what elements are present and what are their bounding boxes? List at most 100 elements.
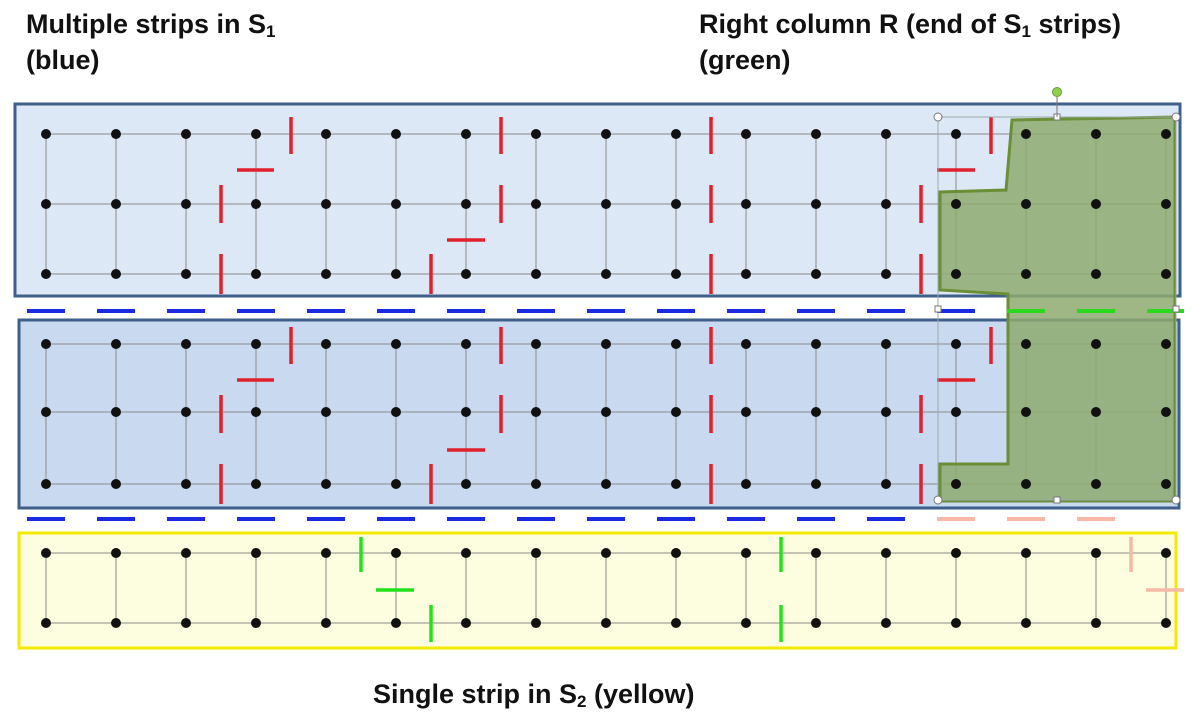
- grid-dot: [1021, 269, 1031, 279]
- grid-dot: [601, 269, 611, 279]
- grid-dot: [531, 199, 541, 209]
- grid-dot: [181, 129, 191, 139]
- label-single-strip-sub: 2: [577, 692, 587, 711]
- grid-dot: [741, 129, 751, 139]
- grid-dot: [391, 129, 401, 139]
- grid-dot: [531, 269, 541, 279]
- label-single-strip-text: Single strip in S: [373, 679, 578, 709]
- label-right-column-sub: 1: [1021, 22, 1031, 41]
- grid-dot: [41, 548, 51, 558]
- cut-marks: [219, 117, 1184, 642]
- grid-dot: [811, 339, 821, 349]
- grid-dot: [1021, 618, 1031, 628]
- grid-dot: [181, 339, 191, 349]
- grid-dot: [111, 479, 121, 489]
- grid-dot: [321, 129, 331, 139]
- grid-dot: [181, 199, 191, 209]
- grid-dot: [251, 407, 261, 417]
- grid-dot: [1091, 129, 1101, 139]
- grid-dot: [321, 339, 331, 349]
- grid-dot: [111, 339, 121, 349]
- grid-dot: [671, 129, 681, 139]
- grid-dot: [41, 618, 51, 628]
- handle-bottom-left: [933, 495, 943, 505]
- grid-dot: [531, 407, 541, 417]
- grid-dot: [41, 407, 51, 417]
- label-single-strip-tail: (yellow): [586, 679, 695, 709]
- grid-dot: [601, 199, 611, 209]
- label-multiple-strips-sub: 1: [266, 22, 276, 41]
- grid-dot: [391, 407, 401, 417]
- grid-dot: [181, 479, 191, 489]
- grid-dot: [1091, 269, 1101, 279]
- grid-dot: [951, 479, 961, 489]
- grid-dot: [111, 199, 121, 209]
- grid-dot: [741, 269, 751, 279]
- grid-dot: [811, 129, 821, 139]
- grid-dot: [251, 548, 261, 558]
- grid-dot: [1021, 339, 1031, 349]
- grid-dot: [671, 479, 681, 489]
- grid-dot: [881, 339, 891, 349]
- grid-dot: [1091, 479, 1101, 489]
- grid-dot: [461, 618, 471, 628]
- label-single-strip: Single strip in S2 (yellow): [373, 676, 695, 712]
- grid-dot: [531, 129, 541, 139]
- grid-dot: [1161, 479, 1171, 489]
- grid-dot: [811, 407, 821, 417]
- grid-dot: [1161, 548, 1171, 558]
- grid-dot: [531, 479, 541, 489]
- handle-left-mid: [934, 305, 942, 313]
- grid-dot: [461, 269, 471, 279]
- grid-dot: [391, 269, 401, 279]
- grid-dot: [741, 339, 751, 349]
- grid-dot: [951, 407, 961, 417]
- grid-dot: [671, 548, 681, 558]
- grid-dot: [881, 479, 891, 489]
- grid-dot: [741, 199, 751, 209]
- grid-dot: [321, 407, 331, 417]
- grid-dots: [41, 129, 1171, 628]
- grid-dot: [1161, 618, 1171, 628]
- grid-dot: [601, 479, 611, 489]
- grid-dot: [881, 199, 891, 209]
- grid-dot: [601, 339, 611, 349]
- grid-dot: [251, 479, 261, 489]
- grid-dot: [1021, 479, 1031, 489]
- grid-dot: [1021, 548, 1031, 558]
- grid-dot: [1091, 618, 1101, 628]
- grid-dot: [111, 407, 121, 417]
- grid-dot: [1091, 199, 1101, 209]
- rotate-handle: [1052, 87, 1062, 97]
- selection-handles: [933, 87, 1181, 505]
- strip-separators: [27, 309, 1184, 521]
- grid-dot: [1161, 199, 1171, 209]
- grid-dot: [881, 548, 891, 558]
- grid-dot: [461, 407, 471, 417]
- grid-dot: [321, 548, 331, 558]
- grid-dot: [531, 548, 541, 558]
- grid-dot: [951, 129, 961, 139]
- grid-dot: [1021, 129, 1031, 139]
- handle-right-mid: [1172, 305, 1180, 313]
- grid-dot: [321, 199, 331, 209]
- grid-dot: [251, 199, 261, 209]
- grid-dot: [251, 269, 261, 279]
- grid-dot: [391, 339, 401, 349]
- handle-bottom-right: [1171, 495, 1181, 505]
- grid-dot: [951, 339, 961, 349]
- grid-dot: [461, 129, 471, 139]
- grid-dot: [811, 479, 821, 489]
- grid-dot: [881, 129, 891, 139]
- grid-dot: [391, 199, 401, 209]
- handle-top-left: [933, 112, 943, 122]
- grid-dot: [1161, 129, 1171, 139]
- grid-dot: [671, 407, 681, 417]
- grid-dot: [741, 548, 751, 558]
- grid-dot: [671, 269, 681, 279]
- grid-dot: [951, 199, 961, 209]
- grid-dot: [1161, 407, 1171, 417]
- grid-dot: [1161, 269, 1171, 279]
- grid-dot: [741, 407, 751, 417]
